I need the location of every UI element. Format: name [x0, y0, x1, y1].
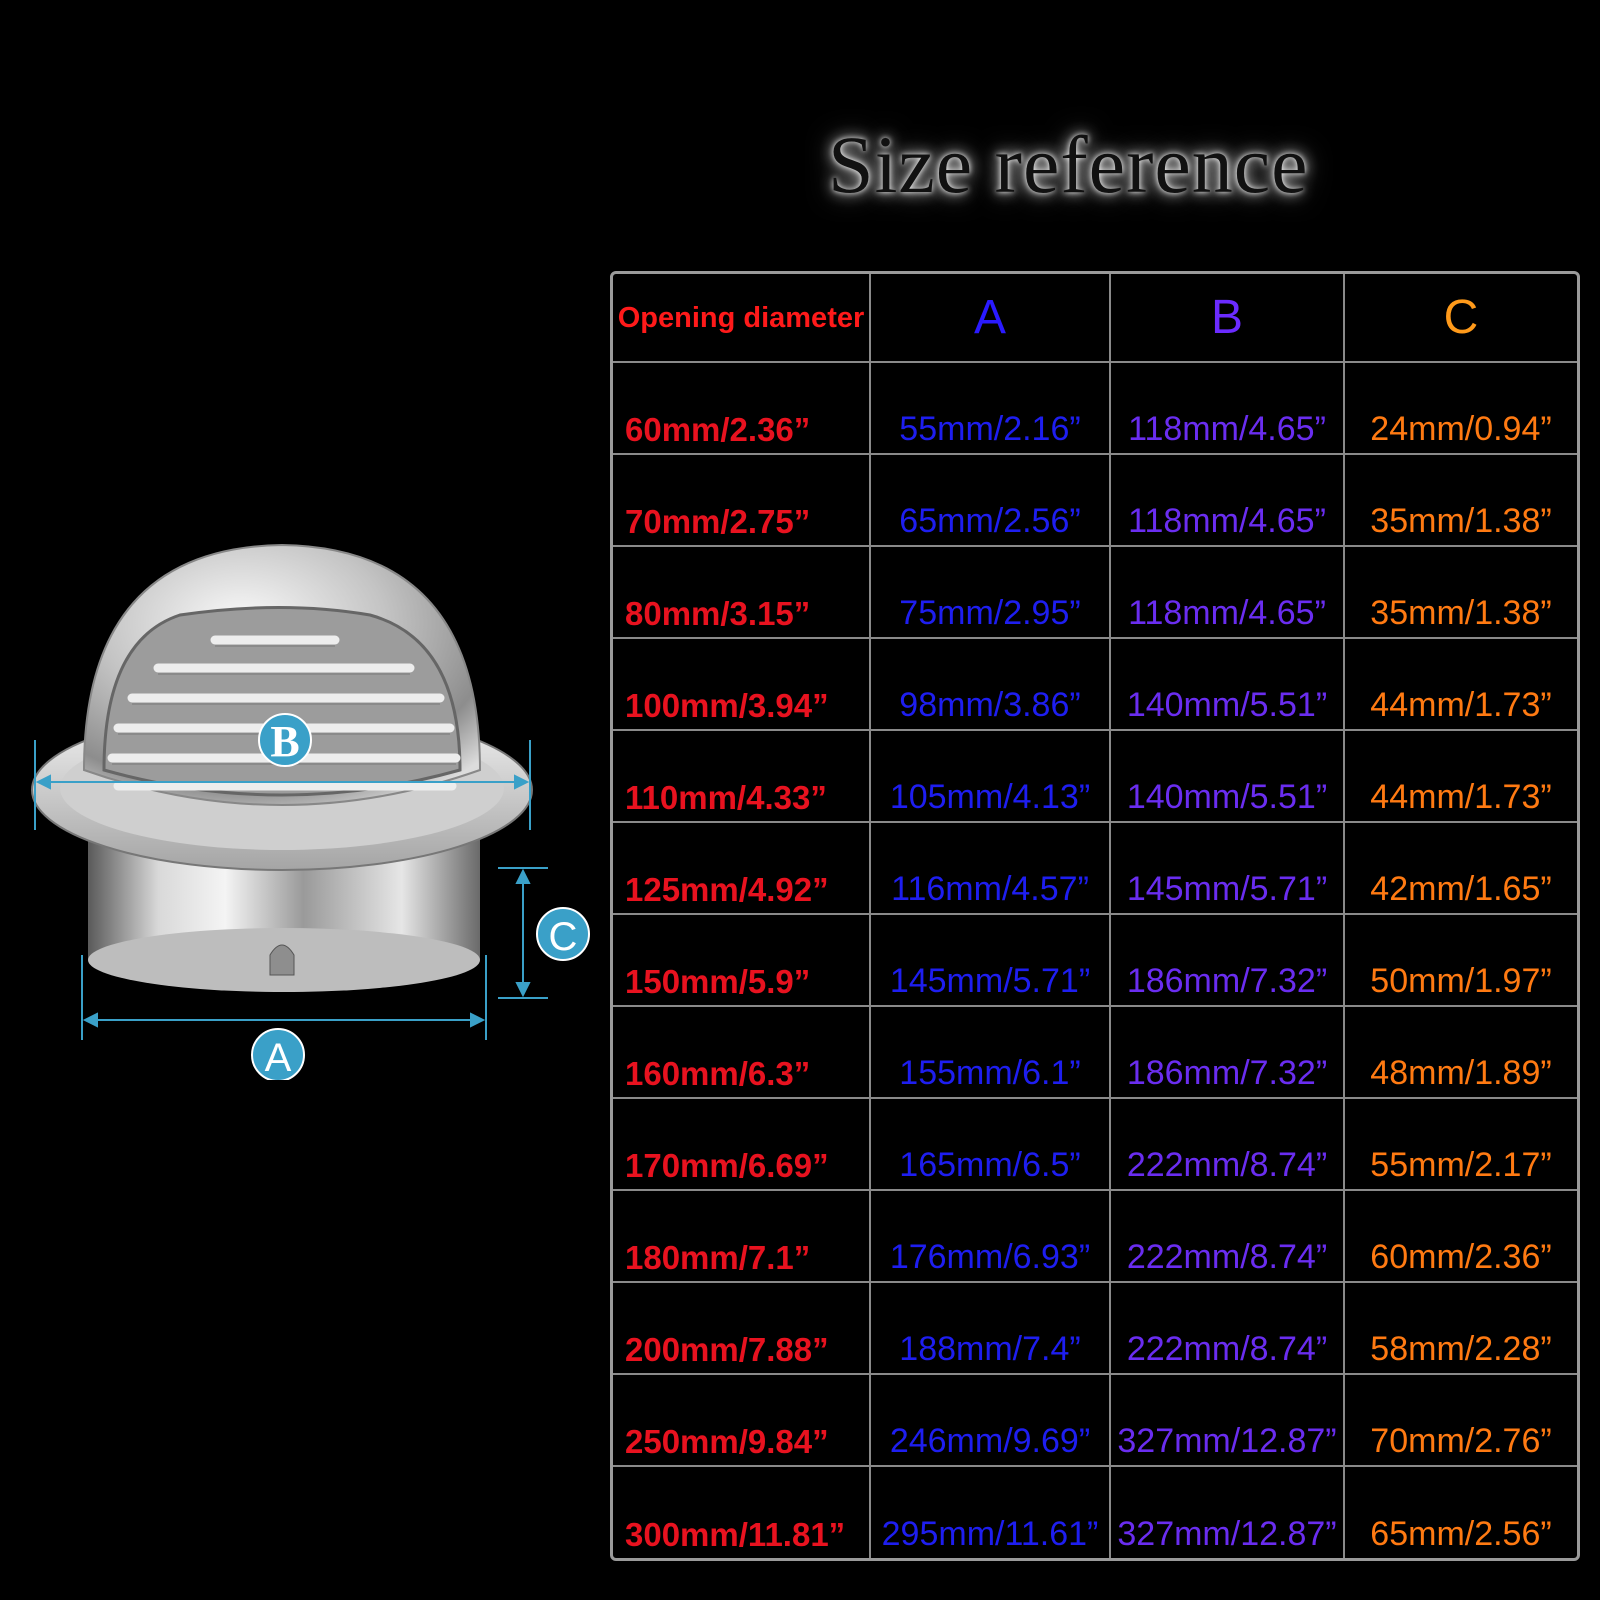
cell-c: 70mm/2.76” — [1343, 1373, 1577, 1467]
cell-opening: 100mm/3.94” — [613, 637, 871, 731]
cell-opening: 180mm/7.1” — [613, 1189, 871, 1283]
cell-c: 60mm/2.36” — [1343, 1189, 1577, 1283]
label-a-badge: A — [251, 1028, 305, 1080]
cell-c: 65mm/2.56” — [1343, 1465, 1577, 1558]
cell-a: 176mm/6.93” — [869, 1189, 1111, 1283]
table-header-row: Opening diameter A B C — [613, 274, 1577, 363]
cell-b: 140mm/5.51” — [1109, 729, 1345, 823]
label-c-badge: C — [536, 907, 590, 961]
cell-b: 140mm/5.51” — [1109, 637, 1345, 731]
cell-b: 186mm/7.32” — [1109, 913, 1345, 1007]
cell-opening: 80mm/3.15” — [613, 545, 871, 639]
cell-a: 98mm/3.86” — [869, 637, 1111, 731]
cell-b: 118mm/4.65” — [1109, 545, 1345, 639]
cell-opening: 160mm/6.3” — [613, 1005, 871, 1099]
dimension-c — [498, 867, 548, 999]
cell-a: 105mm/4.13” — [869, 729, 1111, 823]
cell-b: 222mm/8.74” — [1109, 1189, 1345, 1283]
table-row: 250mm/9.84” 246mm/9.69” 327mm/12.87” 70m… — [613, 1373, 1577, 1467]
cell-c: 58mm/2.28” — [1343, 1281, 1577, 1375]
cell-opening: 250mm/9.84” — [613, 1373, 871, 1467]
cell-a: 188mm/7.4” — [869, 1281, 1111, 1375]
cell-opening: 150mm/5.9” — [613, 913, 871, 1007]
drain-notch — [269, 944, 295, 976]
table-row: 300mm/11.81” 295mm/11.61” 327mm/12.87” 6… — [613, 1465, 1577, 1558]
table-row: 100mm/3.94” 98mm/3.86” 140mm/5.51” 44mm/… — [613, 637, 1577, 731]
cell-b: 222mm/8.74” — [1109, 1281, 1345, 1375]
dimension-a — [81, 955, 487, 1040]
cell-a: 55mm/2.16” — [869, 361, 1111, 455]
cell-c: 42mm/1.65” — [1343, 821, 1577, 915]
label-b: B — [270, 717, 299, 766]
cell-a: 165mm/6.5” — [869, 1097, 1111, 1191]
cell-opening: 110mm/4.33” — [613, 729, 871, 823]
cell-opening: 200mm/7.88” — [613, 1281, 871, 1375]
cell-c: 55mm/2.17” — [1343, 1097, 1577, 1191]
table-row: 60mm/2.36” 55mm/2.16” 118mm/4.65” 24mm/0… — [613, 361, 1577, 455]
cell-b: 145mm/5.71” — [1109, 821, 1345, 915]
table-row: 80mm/3.15” 75mm/2.95” 118mm/4.65” 35mm/1… — [613, 545, 1577, 639]
dimension-b — [34, 740, 531, 830]
table-row: 200mm/7.88” 188mm/7.4” 222mm/8.74” 58mm/… — [613, 1281, 1577, 1375]
cell-c: 24mm/0.94” — [1343, 361, 1577, 455]
cell-a: 155mm/6.1” — [869, 1005, 1111, 1099]
cell-b: 222mm/8.74” — [1109, 1097, 1345, 1191]
header-c: C — [1343, 274, 1577, 363]
cell-a: 295mm/11.61” — [869, 1465, 1111, 1558]
cell-opening: 125mm/4.92” — [613, 821, 871, 915]
cell-c: 50mm/1.97” — [1343, 913, 1577, 1007]
cell-c: 44mm/1.73” — [1343, 637, 1577, 731]
table-row: 180mm/7.1” 176mm/6.93” 222mm/8.74” 60mm/… — [613, 1189, 1577, 1283]
cell-b: 118mm/4.65” — [1109, 361, 1345, 455]
size-table: Opening diameter A B C 60mm/2.36” 55mm/2… — [610, 271, 1580, 1561]
cell-c: 35mm/1.38” — [1343, 545, 1577, 639]
cell-c: 35mm/1.38” — [1343, 453, 1577, 547]
cell-opening: 60mm/2.36” — [613, 361, 871, 455]
label-b-badge: B — [258, 713, 312, 767]
table-row: 150mm/5.9” 145mm/5.71” 186mm/7.32” 50mm/… — [613, 913, 1577, 1007]
cell-c: 48mm/1.89” — [1343, 1005, 1577, 1099]
cell-a: 145mm/5.71” — [869, 913, 1111, 1007]
table-row: 70mm/2.75” 65mm/2.56” 118mm/4.65” 35mm/1… — [613, 453, 1577, 547]
cell-opening: 170mm/6.69” — [613, 1097, 871, 1191]
label-a: A — [265, 1036, 292, 1080]
header-a: A — [869, 274, 1111, 363]
louvre-grille — [102, 606, 462, 797]
cell-a: 116mm/4.57” — [869, 821, 1111, 915]
vent-cap-diagram: B C A — [31, 543, 590, 1080]
cell-b: 327mm/12.87” — [1109, 1373, 1345, 1467]
cell-b: 118mm/4.65” — [1109, 453, 1345, 547]
cell-a: 75mm/2.95” — [869, 545, 1111, 639]
table-row: 110mm/4.33” 105mm/4.13” 140mm/5.51” 44mm… — [613, 729, 1577, 823]
table-row: 125mm/4.92” 116mm/4.57” 145mm/5.71” 42mm… — [613, 821, 1577, 915]
cell-b: 186mm/7.32” — [1109, 1005, 1345, 1099]
header-b: B — [1109, 274, 1345, 363]
cell-a: 246mm/9.69” — [869, 1373, 1111, 1467]
page-title: Size reference — [828, 119, 1309, 210]
cell-c: 44mm/1.73” — [1343, 729, 1577, 823]
cell-opening: 70mm/2.75” — [613, 453, 871, 547]
label-c: C — [549, 915, 578, 959]
header-opening-diameter: Opening diameter — [613, 274, 871, 363]
table-row: 170mm/6.69” 165mm/6.5” 222mm/8.74” 55mm/… — [613, 1097, 1577, 1191]
cell-opening: 300mm/11.81” — [613, 1465, 871, 1558]
cell-b: 327mm/12.87” — [1109, 1465, 1345, 1558]
cell-a: 65mm/2.56” — [869, 453, 1111, 547]
table-row: 160mm/6.3” 155mm/6.1” 186mm/7.32” 48mm/1… — [613, 1005, 1577, 1099]
